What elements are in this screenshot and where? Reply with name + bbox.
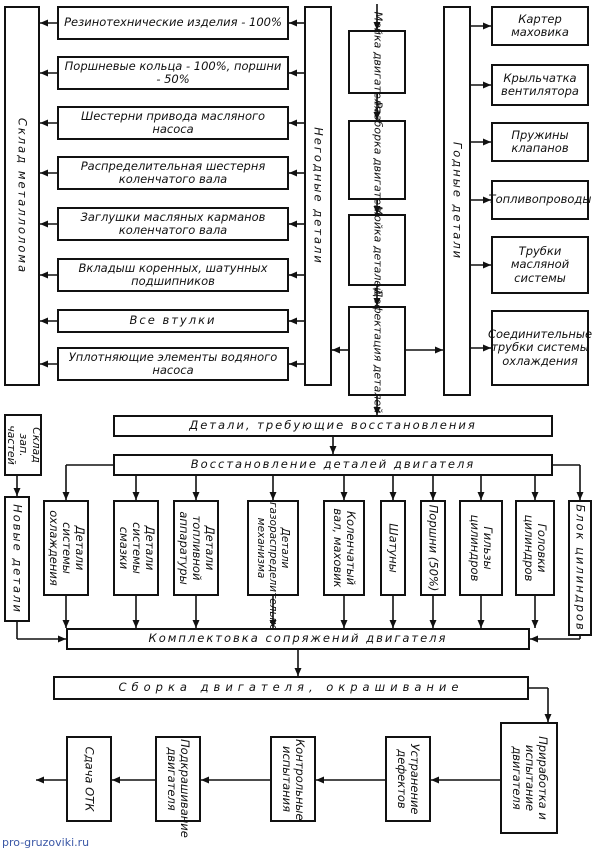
good-item-1: Картер маховика xyxy=(491,6,589,46)
restore-needed-box: Детали, требующие восстановления xyxy=(113,415,553,437)
good-item-2: Крыльчатка вентилятора xyxy=(491,64,589,106)
restore-part-5: Коленчатый вал, маховик xyxy=(323,500,365,596)
rejected-parts-box: Негодные детали xyxy=(304,6,332,386)
good-parts-box: Годные детали xyxy=(443,6,471,396)
good-item-6: Соединительные трубки системы охлаждения xyxy=(488,310,592,386)
rejected-item-8: Уплотняющие элементы водяного насоса xyxy=(57,347,289,381)
restore-part-7: Поршни (50%) xyxy=(420,500,446,596)
good-parts-label: Годные детали xyxy=(450,141,465,261)
final-step-3: Контрольные испытания xyxy=(270,736,316,822)
restore-part-2: Детали системы смазки xyxy=(113,500,159,596)
process-step-2: Разборка двигателя xyxy=(348,101,406,219)
final-step-2: Подкрашивание двигателя xyxy=(155,736,201,838)
new-parts-box: Новые детали xyxy=(4,496,30,622)
assembly-box: Сборка двигателя, окрашивание xyxy=(53,676,529,700)
scrap-store-box: Склад металлолома xyxy=(4,6,40,386)
restore-part-1: Детали системы охлаждения xyxy=(43,500,89,596)
scrap-store-label: Склад металлолома xyxy=(15,117,30,275)
rejected-item-7: Все втулки xyxy=(57,309,289,333)
process-step-1: Мойка двигателя xyxy=(348,12,406,112)
restore-part-10: Блок цилиндров xyxy=(568,500,592,636)
rejected-parts-label: Негодные детали xyxy=(311,127,326,265)
rejected-item-5: Заглушки масляных карманов коленчатого в… xyxy=(57,207,289,241)
restore-part-6: Шатуны xyxy=(380,500,406,596)
watermark: pro-gruzoviki.ru xyxy=(2,836,90,849)
rejected-item-3: Шестерни привода масляного насоса xyxy=(57,106,289,140)
restore-part-3: Детали топливной аппаратуры xyxy=(173,500,219,596)
final-step-5: Приработка и испытание двигателя xyxy=(500,722,558,834)
rejected-item-1: Резинотехнические изделия - 100% xyxy=(57,6,289,40)
spare-store-box: Склад зап. частей xyxy=(4,414,43,476)
kit-box: Комплектовка сопряжений двигателя xyxy=(66,628,530,650)
restore-part-8: Гильзы цилиндров xyxy=(459,500,503,596)
rejected-item-4: Распределительная шестерня коленчатого в… xyxy=(57,156,289,190)
rejected-item-6: Вкладыш коренных, шатунных подшипников xyxy=(57,258,289,292)
restore-part-4: Детали газораспределительного механизма xyxy=(247,500,299,643)
engine-restore-box: Восстановление деталей двигателя xyxy=(113,454,553,476)
process-step-4: Дефектация деталей xyxy=(348,289,406,413)
final-step-1: Сдача ОТК xyxy=(66,736,112,822)
final-step-4: Устранение дефектов xyxy=(385,736,431,822)
process-step-3: Мойка деталей xyxy=(348,206,406,294)
good-item-4: Топливопроводы xyxy=(489,180,591,220)
good-item-5: Трубки масляной системы xyxy=(491,236,589,294)
restore-part-9: Головки цилиндров xyxy=(515,500,555,596)
rejected-item-2: Поршневые кольца - 100%, поршни - 50% xyxy=(57,56,289,90)
good-item-3: Пружины клапанов xyxy=(491,122,589,162)
